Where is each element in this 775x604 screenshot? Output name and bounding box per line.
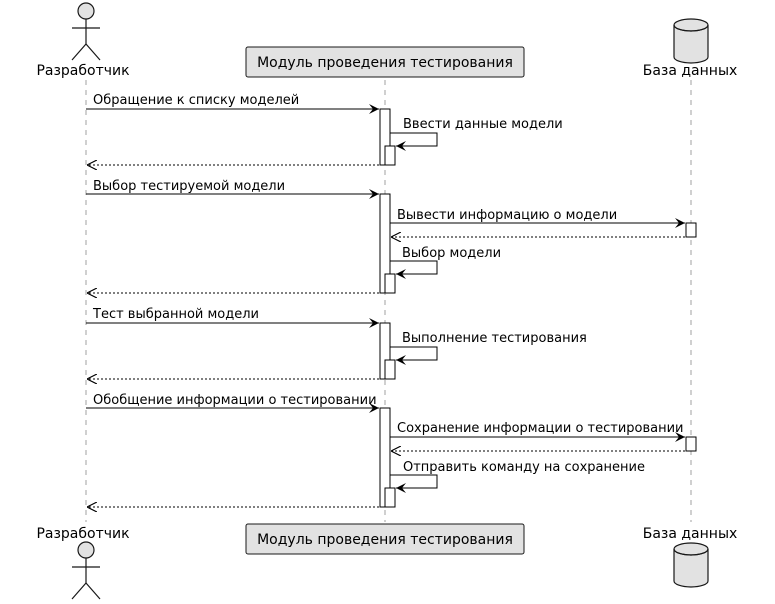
module-label-top: Модуль проведения тестирования	[257, 55, 513, 71]
message-label-5: Выбор модели	[402, 246, 501, 261]
database-activation-1	[685, 222, 697, 238]
module-box-bottom	[245, 523, 525, 555]
database-activation-2	[685, 436, 697, 452]
message-label-8: Обобщение информации о тестировании	[93, 393, 377, 408]
database-label-bottom: База данных	[643, 526, 738, 542]
message-arrow-10	[390, 474, 438, 493]
module-activation-3b	[384, 359, 396, 380]
message-label-1: Обращение к списку моделей	[93, 93, 299, 108]
developer-actor-icon	[71, 2, 101, 61]
developer-label-bottom: Разработчик	[36, 526, 129, 542]
module-activation-4b	[384, 487, 396, 508]
message-arrow-5	[390, 260, 438, 279]
message-label-3: Выбор тестируемой модели	[93, 179, 285, 194]
message-arrow-2	[390, 132, 438, 151]
message-label-4: Вывести информацию о модели	[397, 208, 617, 223]
developer-label-top: Разработчик	[36, 63, 129, 79]
module-activation-2b	[384, 273, 396, 294]
message-label-9: Сохранение информации о тестировании	[397, 421, 684, 436]
message-label-6: Тест выбранной модели	[92, 307, 259, 322]
database-icon-bottom	[673, 542, 709, 588]
message-arrow-7	[390, 346, 438, 365]
module-label-bottom: Модуль проведения тестирования	[257, 532, 513, 548]
message-label-10: Отправить команду на сохранение	[403, 460, 645, 475]
module-box-top	[245, 46, 525, 78]
developer-actor-icon-bottom	[71, 541, 101, 600]
database-icon	[673, 18, 709, 64]
message-label-2: Ввести данные модели	[403, 117, 563, 132]
module-activation-1b	[384, 145, 396, 166]
database-label-top: База данных	[643, 63, 738, 79]
message-label-7: Выполнение тестирования	[402, 331, 587, 346]
